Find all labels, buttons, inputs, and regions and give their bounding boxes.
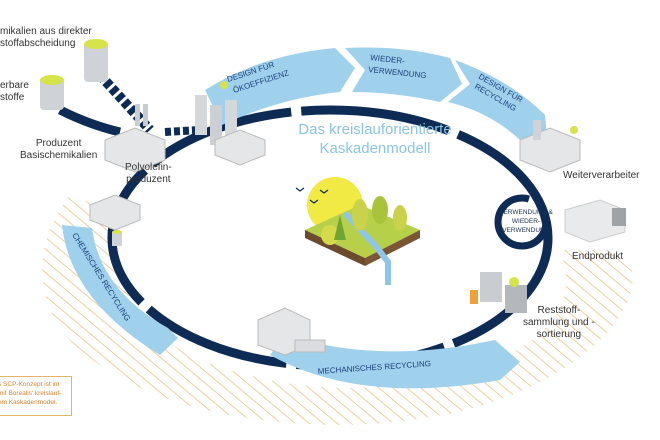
input-direct-capture-line1: mikalien aus direkter — [0, 26, 92, 37]
input-renewable-line2: stoffe — [0, 92, 25, 103]
scp-note-box: s SCP-Konzept ist im mit Borealis' kreis… — [0, 376, 72, 416]
diagram-title-line1: Das kreislauforientierte — [298, 121, 452, 138]
basic-chemicals-label: Produzent Basischemikalien — [20, 138, 97, 162]
barrel-renewable-icon — [40, 75, 64, 110]
input-renewable-label: erbare stoffe — [0, 80, 29, 104]
inner-loop-line2: WIEDER- — [511, 218, 541, 225]
arrow-design-eco — [205, 48, 355, 125]
waste-collection-line1: Reststoff- — [537, 305, 581, 316]
converter-label: Weiterverarbeiter — [563, 170, 640, 181]
note-line3: em Kaskadenmodel. — [0, 399, 58, 406]
note-line2: mit Borealis' kreislauf- — [0, 390, 62, 397]
arrow-chemical-recycling — [62, 225, 178, 355]
end-product-label: Endprodukt — [572, 251, 624, 262]
input-stream-poly — [164, 126, 201, 136]
polyolefin-line1: Polyolefin- — [125, 162, 172, 173]
chemical-recycling-plant-icon — [89, 194, 141, 246]
input-direct-capture-line2: stoffabscheidung — [0, 38, 76, 49]
waste-collection-icon — [470, 272, 527, 313]
landscape-illustration — [295, 177, 420, 285]
input-stream-renewable — [57, 105, 122, 137]
barrel-direct-capture-icon — [84, 39, 108, 82]
basic-chemicals-line1: Produzent — [35, 138, 82, 149]
inner-loop-line3: VERWENDUNG — [502, 227, 550, 234]
arrow-mechanical-recycling — [270, 335, 520, 389]
polyolefin-line2: produzent — [126, 174, 171, 185]
mechanical-recycling-plant-icon — [257, 307, 326, 356]
waste-collection-line3: sortierung — [536, 329, 582, 340]
inner-loop-line1: VERWENDUNG & — [499, 209, 553, 216]
converter-factory-icon — [519, 120, 581, 173]
end-product-icon — [564, 199, 626, 243]
note-line1: s SCP-Konzept ist im — [0, 381, 60, 388]
waste-collection-label: Reststoff- sammlung und - sortierung — [523, 305, 595, 341]
arrow-reuse — [345, 47, 462, 102]
arrow-design-recycling — [448, 60, 548, 148]
waste-collection-line2: sammlung und - — [523, 317, 595, 328]
polyolefin-label: Polyolefin- produzent — [125, 162, 172, 186]
basic-chemicals-factory-icon — [104, 104, 166, 173]
inner-loop-label: VERWENDUNG & WIEDER- VERWENDUNG — [494, 208, 558, 235]
inner-loop-ring — [494, 194, 550, 250]
arrow-reuse-label-1: WIEDER- — [370, 53, 406, 66]
basic-chemicals-line2: Basischemikalien — [20, 150, 98, 161]
diagram-title-line2: Kaskadenmodell — [319, 140, 431, 157]
diagram-title: Das kreislauforientierte Kaskadenmodell — [270, 120, 480, 158]
polyolefin-plant-icon — [195, 81, 266, 166]
input-renewable-line1: erbare — [0, 80, 29, 91]
input-direct-capture-label: mikalien aus direkter stoffabscheidung — [0, 26, 92, 50]
input-stream-direct — [96, 71, 154, 134]
